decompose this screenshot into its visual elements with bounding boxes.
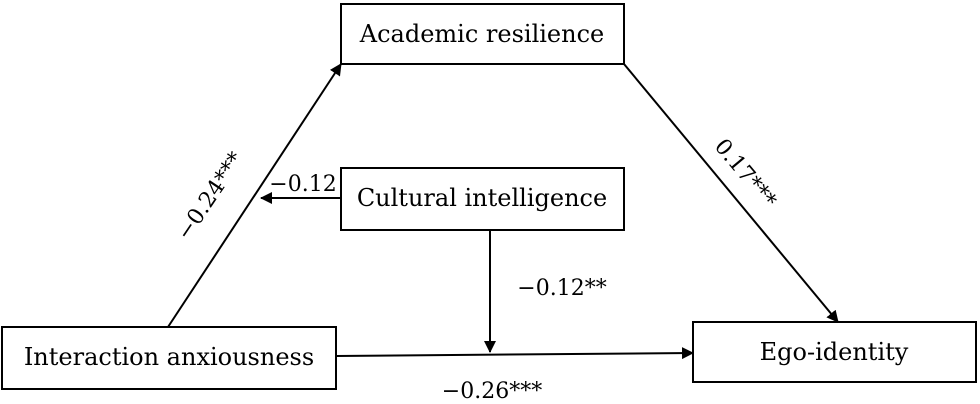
coefficient-intelligence-to-direct-path: −0.12** [517,276,606,301]
node-cultural-intelligence-label: Cultural intelligence [357,184,607,212]
node-academic-resilience-label: Academic resilience [359,20,604,48]
node-interaction-anxiousness: Interaction anxiousness [1,326,337,390]
node-cultural-intelligence: Cultural intelligence [340,167,625,231]
node-ego-identity-label: Ego-identity [760,338,909,366]
coefficient-resilience-to-ego: 0.17*** [709,134,781,213]
coefficient-anxiousness-to-ego: −0.26*** [442,379,542,404]
coefficient-intelligence-to-path-a: −0.12 [269,172,336,197]
node-academic-resilience: Academic resilience [340,3,625,65]
node-ego-identity: Ego-identity [692,321,977,383]
coefficient-anxiousness-to-resilience: −0.24*** [172,148,249,245]
node-interaction-anxiousness-label: Interaction anxiousness [24,343,314,371]
edge-anxiousness-to-ego [335,347,694,360]
edge-anxiousness-to-resilience [167,63,342,328]
edge-resilience-to-ego [623,63,839,323]
